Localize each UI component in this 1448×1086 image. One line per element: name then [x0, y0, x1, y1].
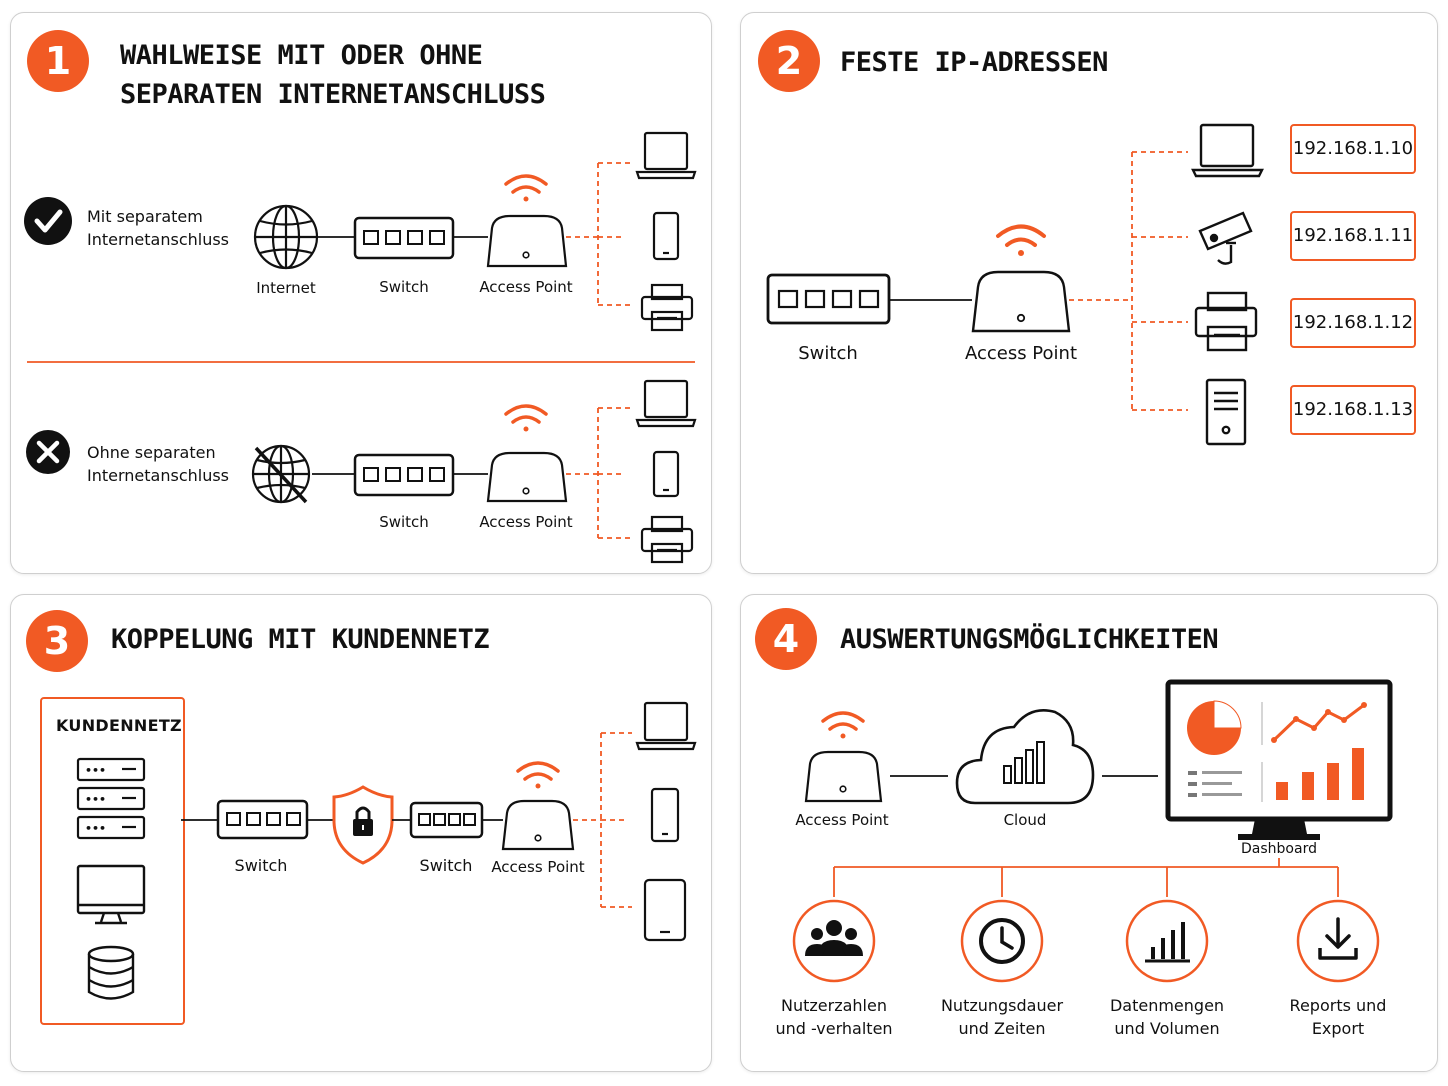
dashboard-label: Dashboard [1241, 841, 1317, 857]
svg-text:•••: ••• [85, 822, 106, 835]
switch-label: Switch [419, 856, 473, 875]
ip-address-box: 192.168.1.12 [1290, 298, 1416, 348]
panel-4-number: 4 [755, 608, 817, 670]
phone-icon [652, 450, 680, 498]
ip-address-box: 192.168.1.11 [1290, 211, 1416, 261]
switch-label: Switch [234, 856, 288, 875]
database-icon [87, 945, 135, 1000]
metric-reports-line1: Reports und [1289, 996, 1387, 1015]
panel-1-number: 1 [27, 30, 89, 92]
panel-1-title-line1: WAHLWEISE MIT ODER OHNE [120, 40, 483, 71]
metric-duration-line2: und Zeiten [958, 1019, 1046, 1038]
metric-reports-label: Reports und Export [1268, 994, 1408, 1040]
panel-1-title-line2: SEPARATEN INTERNETANSCHLUSS [120, 79, 546, 110]
option-without-internet-label: Ohne separaten Internetanschluss [87, 441, 229, 487]
panel-1-title: WAHLWEISE MIT ODER OHNE SEPARATEN INTERN… [120, 36, 546, 114]
users-icon [792, 899, 876, 983]
panel-4-title: AUSWERTUNGSMÖGLICHKEITEN [840, 624, 1219, 655]
switch-icon [353, 216, 455, 260]
metric-volume-label: Datenmengen und Volumen [1097, 994, 1237, 1040]
access-point-label: Access Point [795, 811, 889, 829]
panel-2-number: 2 [758, 30, 820, 92]
metric-duration-line1: Nutzungsdauer [940, 996, 1064, 1015]
metric-volume-line2: und Volumen [1114, 1019, 1220, 1038]
wifi-icon [516, 761, 560, 789]
access-point-icon [804, 750, 883, 803]
ip-address-box: 192.168.1.13 [1290, 385, 1416, 435]
option-without-line2: Internetanschluss [87, 466, 230, 485]
metric-volume-line1: Datenmengen [1109, 996, 1225, 1015]
security-shield-icon [332, 785, 394, 865]
wifi-icon [504, 174, 548, 202]
option-without-line1: Ohne separaten [87, 443, 216, 462]
cloud-label: Cloud [1003, 811, 1047, 829]
wifi-icon [996, 224, 1046, 256]
clock-icon [960, 899, 1044, 983]
laptop-icon [635, 379, 697, 428]
phone-icon [650, 787, 680, 843]
server-icon [1205, 378, 1247, 446]
access-point-icon [971, 270, 1071, 333]
metric-users-line1: Nutzerzahlen [781, 996, 887, 1015]
access-point-icon [501, 799, 575, 851]
laptop-icon [635, 701, 697, 751]
switch-icon [353, 453, 455, 497]
printer-icon [640, 283, 694, 332]
access-point-label: Access Point [479, 513, 573, 531]
bar-chart-icon [1125, 899, 1209, 983]
metric-users-label: Nutzerzahlen und -verhalten [764, 994, 904, 1040]
no-internet-globe-icon [251, 444, 311, 504]
wifi-icon [821, 711, 865, 739]
check-icon [24, 197, 72, 245]
switch-label: Switch [379, 513, 429, 531]
access-point-icon [486, 451, 568, 503]
dashboard-monitor-icon [1165, 679, 1393, 840]
panel-2-title: FESTE IP-ADRESSEN [840, 47, 1108, 78]
customer-network-title: KUNDENNETZ [56, 716, 182, 735]
monitor-icon [76, 864, 146, 925]
laptop-icon [1191, 123, 1264, 178]
option-with-line2: Internetanschluss [87, 230, 230, 249]
phone-icon [652, 211, 680, 261]
svg-text:•••: ••• [85, 764, 106, 777]
x-icon [26, 430, 70, 474]
svg-text:•••: ••• [85, 793, 106, 806]
cloud-icon [955, 709, 1095, 805]
access-point-label: Access Point [491, 858, 585, 876]
switch-label: Switch [798, 343, 858, 364]
switch-icon [409, 801, 484, 839]
ip-address-box: 192.168.1.10 [1290, 124, 1416, 174]
laptop-icon [635, 131, 697, 180]
access-point-label: Access Point [479, 278, 573, 296]
internet-label: Internet [256, 279, 316, 297]
tablet-icon [643, 878, 687, 942]
panel-3-number: 3 [26, 610, 88, 672]
access-point-icon [486, 214, 568, 268]
printer-icon [1194, 291, 1258, 352]
metric-users-line2: und -verhalten [775, 1019, 893, 1038]
metric-reports-line2: Export [1311, 1019, 1365, 1038]
wifi-icon [504, 404, 548, 432]
panel-4 [740, 594, 1438, 1072]
switch-icon [766, 273, 891, 325]
customer-network-box [40, 697, 185, 1025]
panel-3-title: KOPPELUNG MIT KUNDENNETZ [111, 624, 490, 655]
server-rack-icon: ••• ••• ••• [76, 757, 146, 840]
printer-icon [640, 515, 694, 564]
option-with-line1: Mit separatem [87, 207, 203, 226]
download-icon [1296, 899, 1380, 983]
option-with-internet-label: Mit separatem Internetanschluss [87, 205, 229, 251]
access-point-label: Access Point [964, 343, 1078, 364]
camera-icon [1198, 211, 1253, 265]
switch-label: Switch [379, 278, 429, 296]
metric-duration-label: Nutzungsdauer und Zeiten [932, 994, 1072, 1040]
